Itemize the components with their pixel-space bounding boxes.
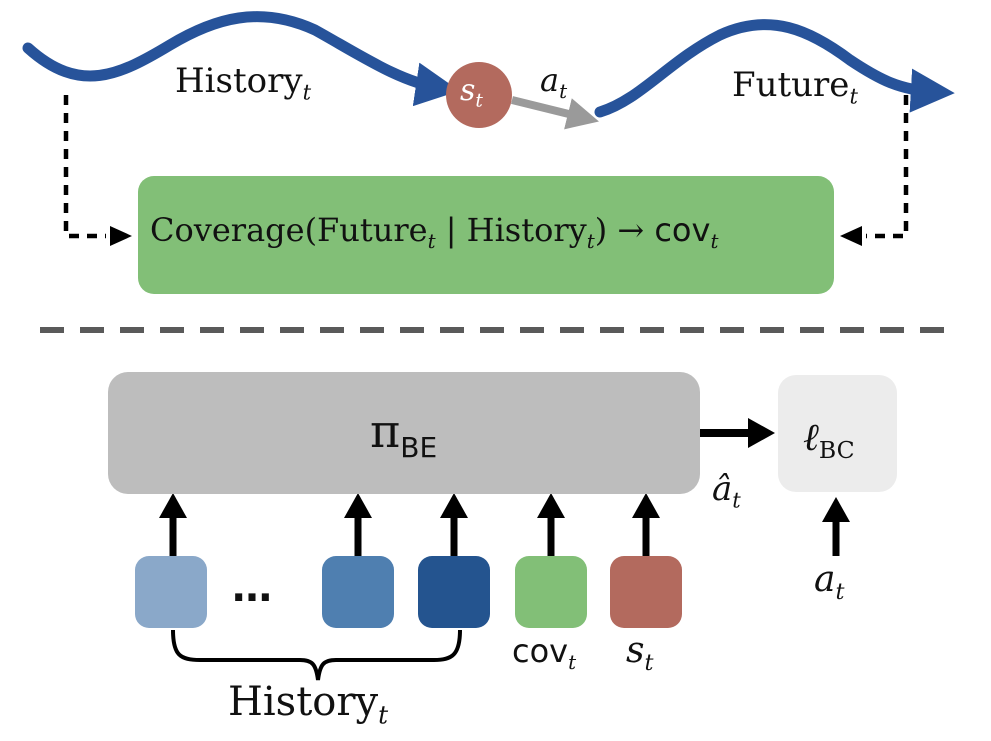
target-action-label: at (814, 559, 845, 605)
action-label-top: at (540, 61, 568, 103)
history-dashed-arrowhead (110, 226, 132, 246)
cov-token-label: covt (512, 632, 577, 674)
state-node (446, 62, 512, 128)
future-dashed-arrowhead (840, 226, 862, 246)
history-trajectory (22, 11, 460, 107)
state-token-label: st (626, 630, 654, 676)
state-token (610, 556, 682, 628)
policy-box (108, 372, 700, 494)
history-label-top: Historyt (175, 61, 312, 105)
state-node-label: st (460, 73, 483, 112)
history-token-middle (322, 556, 394, 628)
history-token-oldest (135, 556, 207, 628)
history-token-latest (418, 556, 490, 628)
target-action-arrowhead (822, 497, 850, 522)
coverage-box (138, 176, 834, 294)
history-dashed-connector (63, 95, 106, 239)
history-brace (171, 629, 462, 681)
cov-token (515, 556, 587, 628)
policy-to-loss-arrowhead (748, 418, 775, 448)
action-arrow (511, 96, 599, 130)
history-label-bottom: Historyt (228, 679, 389, 730)
token-arrows (159, 493, 660, 560)
loss-box (778, 375, 897, 492)
policy-label: πBE (370, 404, 438, 464)
coverage-formula: Coverage(Futuret | Historyt) → covt (150, 211, 719, 253)
loss-label: ℓBC (803, 415, 855, 465)
ellipsis: … (232, 565, 272, 611)
future-dashed-connector (866, 95, 909, 239)
future-label-top: Futuret (732, 65, 858, 109)
future-trajectory (594, 19, 955, 118)
predicted-action-label: ât (712, 469, 741, 513)
